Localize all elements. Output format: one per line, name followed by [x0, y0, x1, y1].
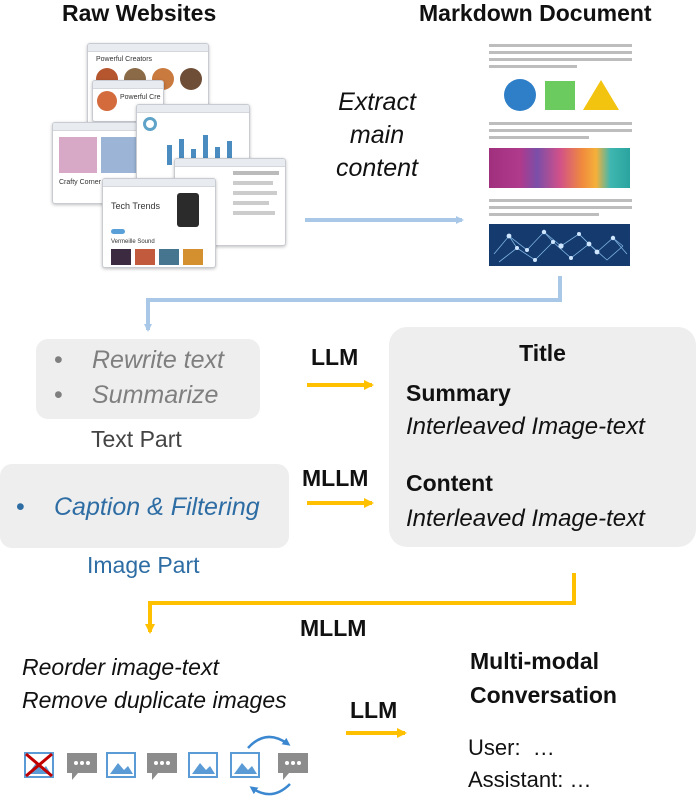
mllm-label-1: MLLM: [302, 465, 369, 491]
summary-label: Summary: [406, 380, 511, 406]
text-part-item: • Summarize: [54, 381, 218, 410]
crossed-image-icon: [24, 752, 54, 778]
screenshot-title: Crafty Corner: [59, 179, 102, 186]
content-label: Content: [406, 470, 493, 496]
content-value: Interleaved Image-text: [406, 505, 645, 532]
reorder-line-1: Reorder image-text: [22, 654, 219, 680]
extract-line-3: content: [335, 154, 418, 182]
conversation-assistant: Assistant: …: [468, 767, 592, 792]
markdown-document-header: Markdown Document: [419, 0, 652, 26]
mllm-label-2: MLLM: [300, 615, 367, 641]
screenshot-window-2: Powerful Cre: [92, 80, 164, 122]
screenshot-subtitle: Vermeille Sound: [111, 239, 155, 245]
screenshot-window-6: Tech Trends Vermeille Sound: [102, 178, 216, 268]
bullet: •: [54, 381, 63, 409]
extract-line-2: main: [349, 121, 405, 149]
bullet: •: [54, 346, 63, 374]
image-icon: [188, 752, 218, 778]
screenshot-title: Powerful Cre: [120, 94, 161, 101]
screenshot-title: Powerful Creators: [96, 56, 153, 63]
conversation-user: User: …: [468, 735, 555, 760]
image-part-caption: Image Part: [87, 552, 200, 578]
summarize-label: Summarize: [92, 381, 219, 409]
extract-label: Extract main content: [322, 86, 432, 185]
markdown-to-parts-connector: [144, 276, 562, 332]
conversation-title-line-2: Conversation: [470, 682, 617, 708]
extract-line-1: Extract: [338, 88, 416, 116]
chat-icon: [277, 752, 309, 782]
abstract-waves-image: [489, 148, 630, 188]
chat-icon: [146, 752, 178, 782]
swap-arrows-icon: [240, 730, 300, 800]
llm-label-2: LLM: [350, 697, 398, 723]
text-part-caption: Text Part: [91, 426, 182, 452]
circle-shape: [504, 79, 536, 111]
image-part-box: [0, 464, 289, 548]
chat-icon: [66, 752, 98, 782]
text-part-box: [36, 339, 260, 419]
network-image: [489, 224, 630, 266]
screenshot-title: Tech Trends: [111, 201, 161, 211]
output-box: [389, 327, 696, 547]
text-part-item: • Rewrite text: [54, 346, 224, 375]
image-part-item: • Caption & Filtering: [16, 493, 260, 522]
output-to-reorder-connector: [145, 573, 576, 634]
caption-filtering-label: Caption & Filtering: [54, 493, 260, 521]
conversation-title-line-1: Multi-modal: [470, 648, 600, 674]
output-title: Title: [519, 340, 566, 366]
rewrite-text-label: Rewrite text: [92, 346, 224, 374]
image-icon: [230, 752, 260, 778]
image-icon: [106, 752, 136, 778]
bullet: •: [16, 493, 25, 521]
llm-label-1: LLM: [311, 344, 359, 370]
square-shape: [545, 81, 575, 110]
summary-value: Interleaved Image-text: [406, 413, 645, 440]
markdown-document-illustration: [489, 44, 632, 268]
triangle-shape: [583, 80, 619, 110]
reorder-line-2: Remove duplicate images: [22, 687, 287, 713]
screenshot-window-3: Crafty Corner: [52, 122, 146, 204]
raw-websites-header: Raw Websites: [62, 0, 217, 26]
